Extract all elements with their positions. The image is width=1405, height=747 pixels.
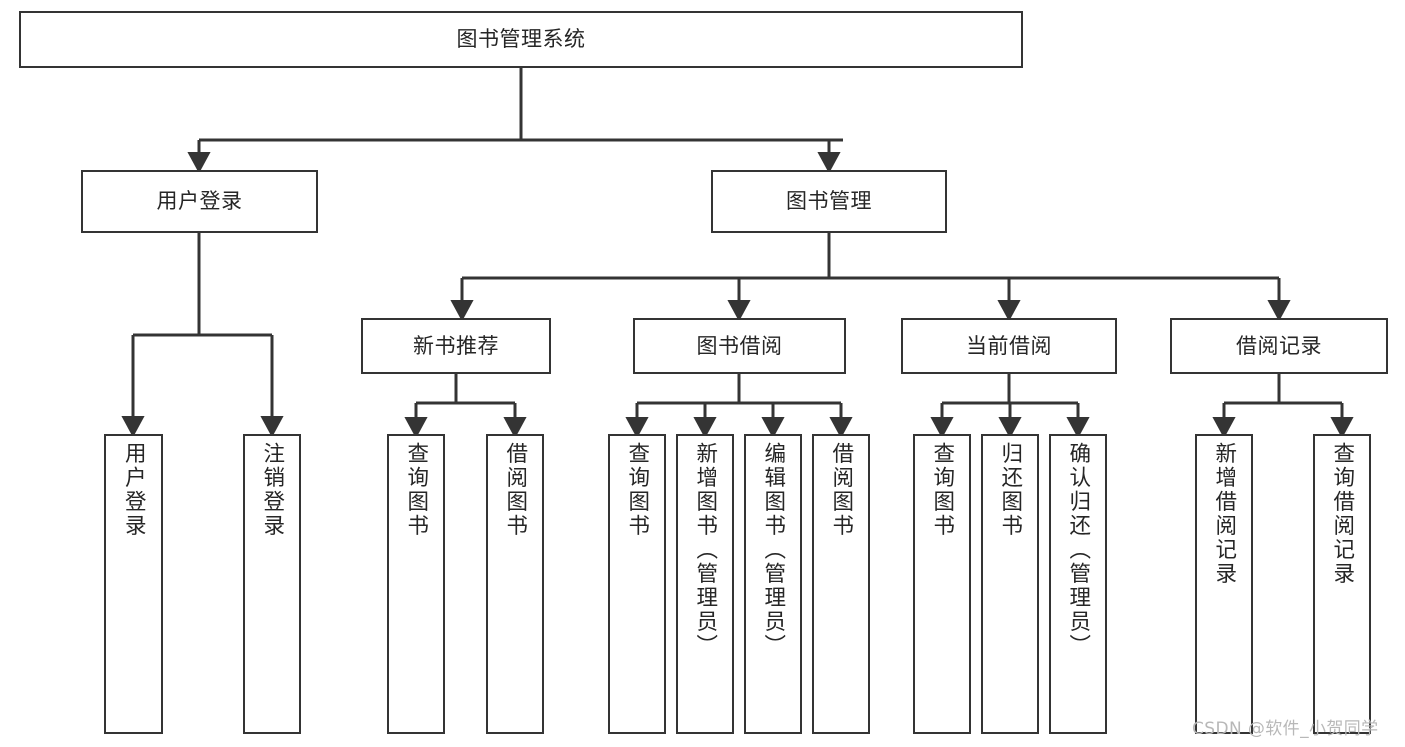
node-leaf-borrow-book-label: 借阅图书 <box>828 442 854 538</box>
node-leaf-add-borrow-record[interactable]: 新增借阅记录 <box>1195 434 1253 734</box>
node-leaf-query-book-recommend[interactable]: 查询图书 <box>387 434 445 734</box>
node-current-borrow-label: 当前借阅 <box>966 333 1052 358</box>
node-borrow-record[interactable]: 借阅记录 <box>1170 318 1388 374</box>
node-user-login[interactable]: 用户登录 <box>81 170 318 233</box>
node-leaf-borrow-book-recommend-label: 借阅图书 <box>502 442 528 538</box>
node-current-borrow[interactable]: 当前借阅 <box>901 318 1117 374</box>
node-leaf-borrow-book-recommend[interactable]: 借阅图书 <box>486 434 544 734</box>
node-leaf-user-login[interactable]: 用户登录 <box>104 434 163 734</box>
node-leaf-logout[interactable]: 注销登录 <box>243 434 301 734</box>
node-leaf-user-login-label: 用户登录 <box>121 442 147 538</box>
node-root-label: 图书管理系统 <box>456 27 586 52</box>
node-leaf-query-borrow-record[interactable]: 查询借阅记录 <box>1313 434 1371 734</box>
node-leaf-logout-label: 注销登录 <box>259 442 285 538</box>
node-borrow-record-label: 借阅记录 <box>1236 333 1322 358</box>
node-leaf-add-borrow-record-label: 新增借阅记录 <box>1211 442 1237 586</box>
node-book-manage[interactable]: 图书管理 <box>711 170 947 233</box>
node-book-borrow[interactable]: 图书借阅 <box>633 318 846 374</box>
node-leaf-confirm-return-label: 确认归还（管理员） <box>1065 442 1091 658</box>
node-leaf-query-book-recommend-label: 查询图书 <box>403 442 429 538</box>
node-leaf-return-book-label: 归还图书 <box>997 442 1023 538</box>
node-leaf-query-book-borrow[interactable]: 查询图书 <box>608 434 666 734</box>
node-leaf-edit-book[interactable]: 编辑图书（管理员） <box>744 434 802 734</box>
node-leaf-add-book-label: 新增图书（管理员） <box>692 442 718 658</box>
node-new-book-recommend[interactable]: 新书推荐 <box>361 318 551 374</box>
node-leaf-borrow-book[interactable]: 借阅图书 <box>812 434 870 734</box>
node-leaf-query-book-current[interactable]: 查询图书 <box>913 434 971 734</box>
node-new-book-recommend-label: 新书推荐 <box>413 333 499 358</box>
node-root[interactable]: 图书管理系统 <box>19 11 1023 68</box>
node-book-borrow-label: 图书借阅 <box>696 333 783 358</box>
node-leaf-query-book-borrow-label: 查询图书 <box>624 442 650 538</box>
csdn-watermark: CSDN @软件_小贺同学 <box>1192 719 1379 739</box>
node-leaf-return-book[interactable]: 归还图书 <box>981 434 1039 734</box>
node-book-manage-label: 图书管理 <box>786 189 872 214</box>
node-leaf-confirm-return[interactable]: 确认归还（管理员） <box>1049 434 1107 734</box>
node-leaf-query-borrow-record-label: 查询借阅记录 <box>1329 442 1355 586</box>
node-leaf-edit-book-label: 编辑图书（管理员） <box>760 442 786 658</box>
node-leaf-add-book[interactable]: 新增图书（管理员） <box>676 434 734 734</box>
node-user-login-label: 用户登录 <box>156 189 243 214</box>
node-leaf-query-book-current-label: 查询图书 <box>929 442 955 538</box>
